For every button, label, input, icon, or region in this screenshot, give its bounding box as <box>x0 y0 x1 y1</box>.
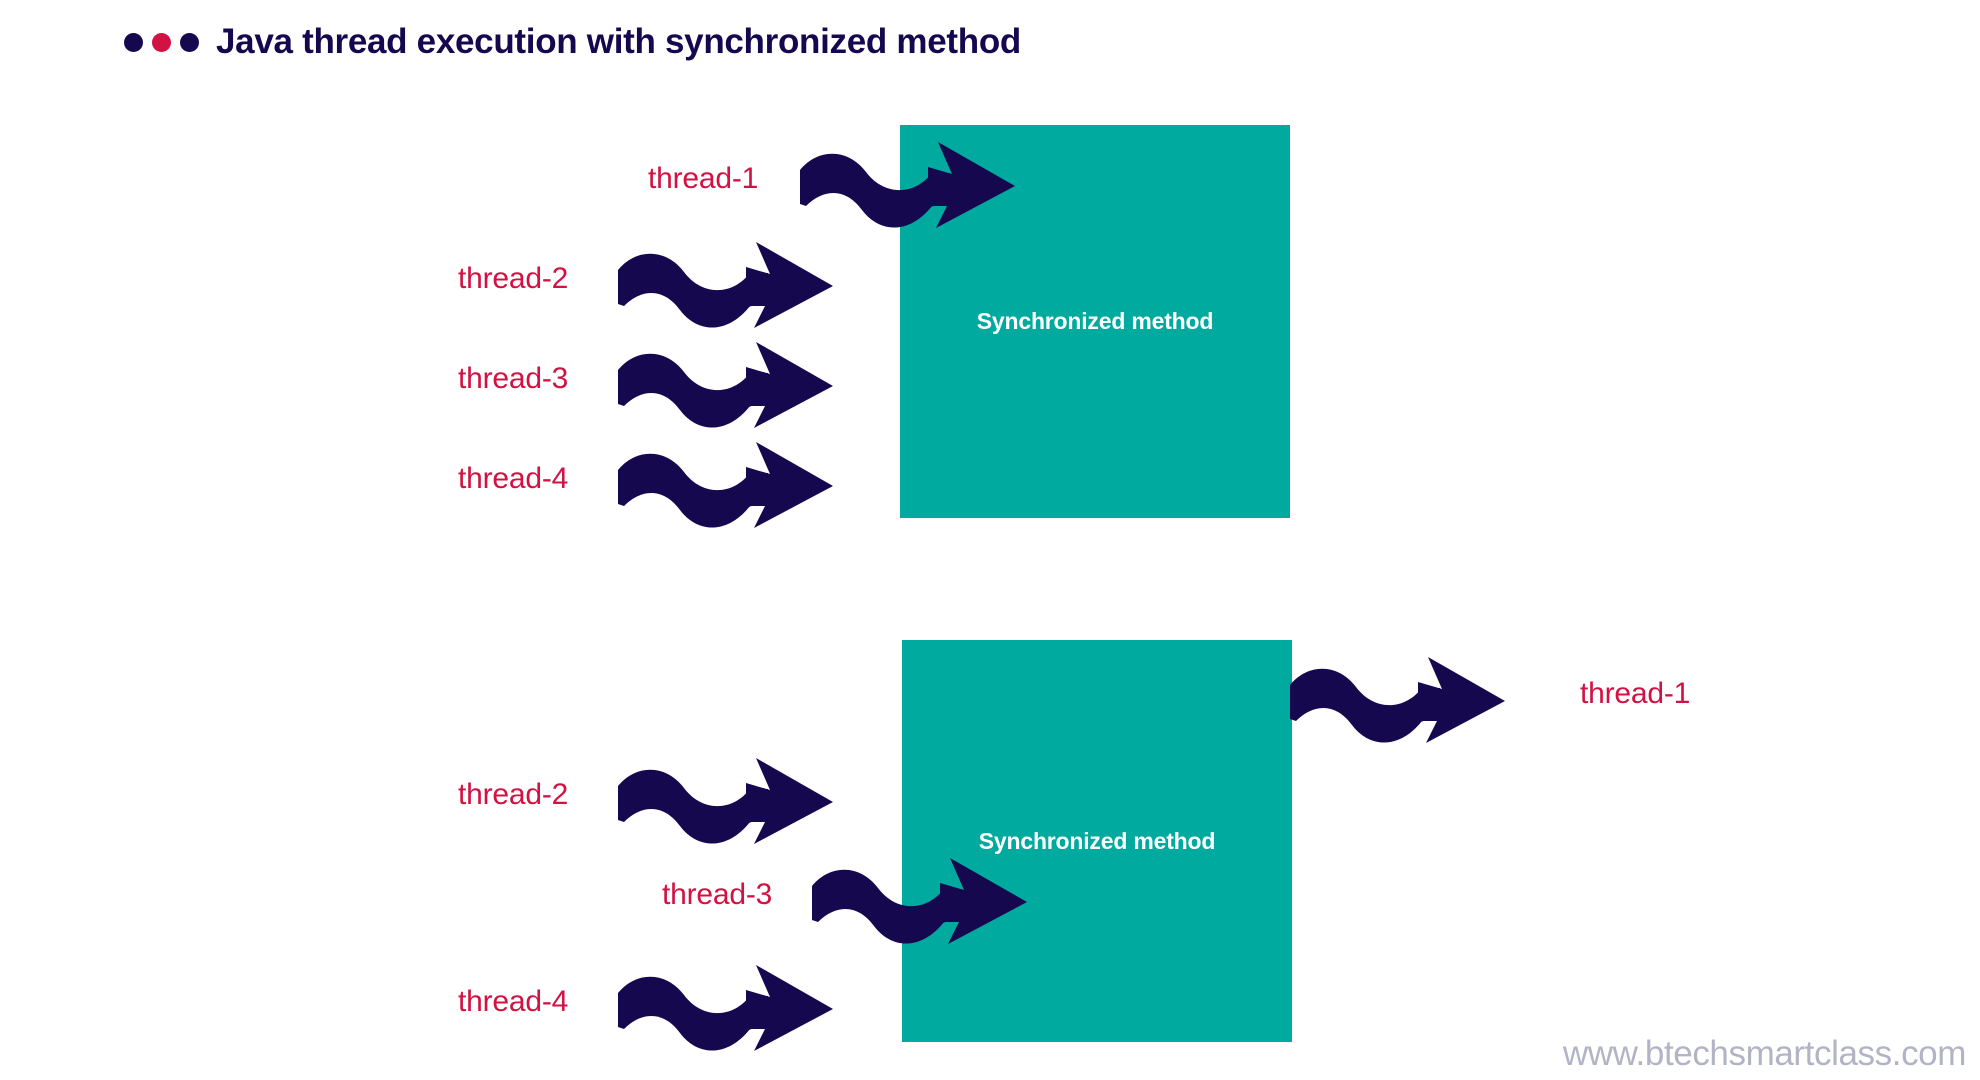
synchronized-method-box-2: Synchronized method <box>902 640 1292 1042</box>
thread-arrow-3-top <box>618 340 833 432</box>
thread-arrow-2-top <box>618 240 833 332</box>
title-dot-red <box>152 32 171 52</box>
thread-label-3-top: thread-3 <box>458 362 569 395</box>
thread-label-1-bottom: thread-1 <box>1580 677 1691 710</box>
thread-label-4-top: thread-4 <box>458 462 569 495</box>
thread-label-2-bottom: thread-2 <box>458 778 569 811</box>
site-watermark: www.btechsmartclass.com <box>1562 1034 1967 1073</box>
synchronized-method-box-1: Synchronized method <box>900 125 1290 518</box>
page-title-text: Java thread execution with synchronized … <box>216 22 1021 61</box>
title-dot-navy-right <box>180 32 199 52</box>
thread-label-4-bottom: thread-4 <box>458 985 569 1018</box>
synchronized-method-label-1: Synchronized method <box>976 308 1214 334</box>
thread-arrow-4-bottom <box>618 963 833 1055</box>
thread-label-2-top: thread-2 <box>458 262 569 295</box>
title-dot-navy-left <box>124 32 143 52</box>
synchronized-method-label-2: Synchronized method <box>978 827 1216 854</box>
thread-label-1-top: thread-1 <box>648 162 759 195</box>
thread-arrow-4-top <box>618 440 833 532</box>
thread-arrow-2-bottom <box>618 756 833 848</box>
page-title: Java thread execution with synchronized … <box>124 22 1021 62</box>
thread-arrow-1-bottom <box>1290 655 1505 747</box>
thread-label-3-bottom: thread-3 <box>662 878 773 911</box>
